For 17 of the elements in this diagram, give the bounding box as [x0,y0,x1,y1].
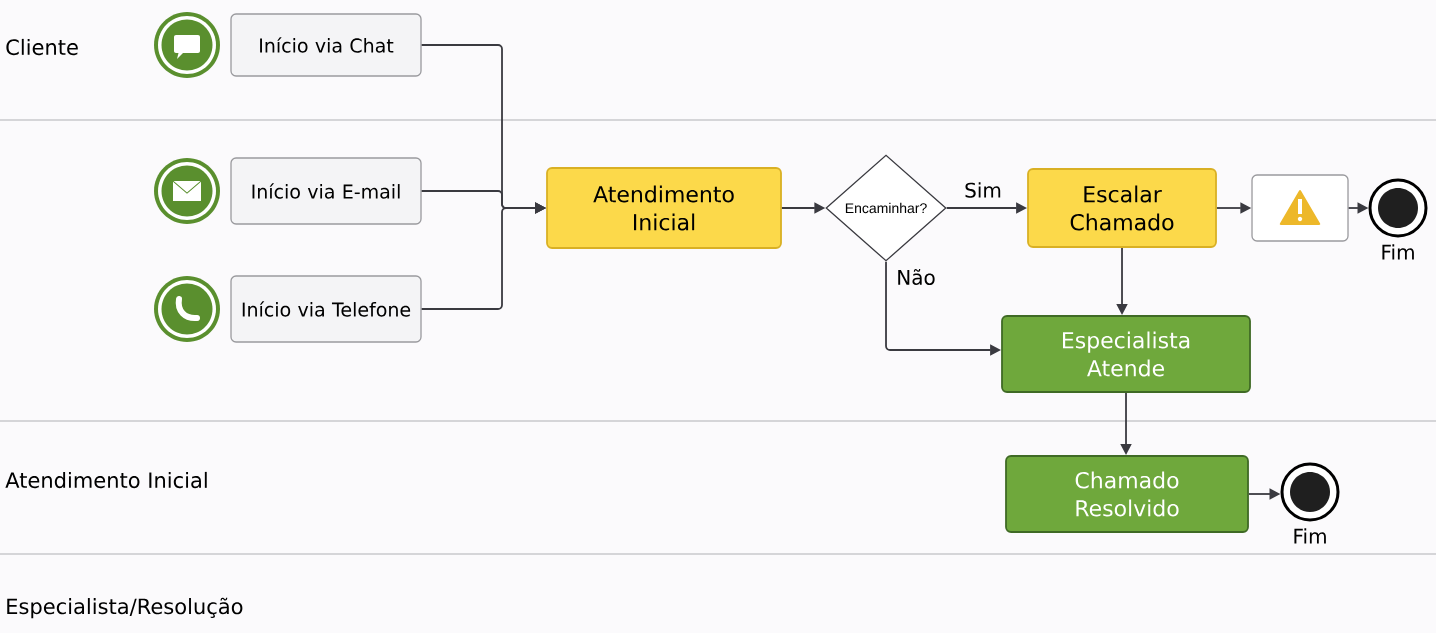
lane-label: Atendimento Inicial [5,471,207,489]
edge-label: Sim [965,182,1001,198]
edge-label: Não [898,269,935,285]
end-event [1368,178,1428,238]
process-box: Atendimento Inicial [546,167,782,249]
start-box: Início via Chat [230,13,422,77]
end-label: Fim [1294,528,1326,544]
process-box: Chamado Resolvido [1005,455,1249,533]
lane-label: Cliente [6,38,78,56]
process-box: Especialista Atende [1001,315,1251,393]
process-box: Escalar Chamado [1027,168,1217,248]
lane-label: Especialista/Resolução [7,597,243,619]
start-box: Início via E-mail [230,157,422,225]
warning-box [1251,174,1349,242]
end-label: Fim [1382,244,1414,260]
end-event [1280,462,1340,522]
start-box: Início via Telefone [230,275,422,343]
